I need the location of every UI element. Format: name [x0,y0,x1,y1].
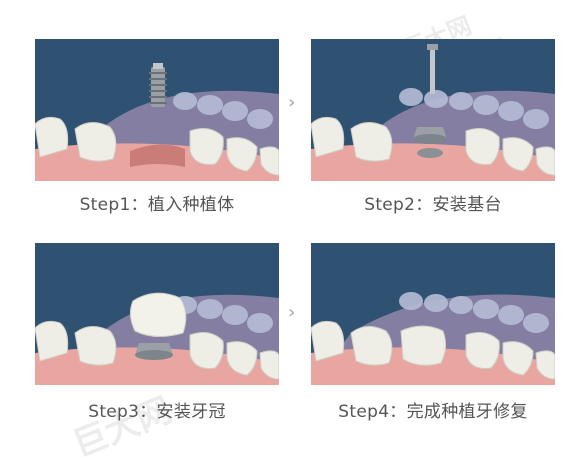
step1-caption: Step1：植入种植体 [79,195,235,215]
step2-caption: Step2：安装基台 [364,195,502,215]
watermark-bottom: 巨大网 [67,390,178,466]
step3-illustration [35,243,279,385]
step1-illustration [35,39,279,181]
step4-caption: Step4：完成种植牙修复 [338,402,528,422]
step-arrow-1: › [288,92,296,113]
step-arrow-2: › [288,302,296,323]
abutment [413,44,447,158]
step4-illustration [311,243,555,385]
crown [129,292,187,360]
step3-caption: Step3：安装牙冠 [88,402,226,422]
implant-screw [149,63,167,107]
step2-illustration [311,39,555,181]
